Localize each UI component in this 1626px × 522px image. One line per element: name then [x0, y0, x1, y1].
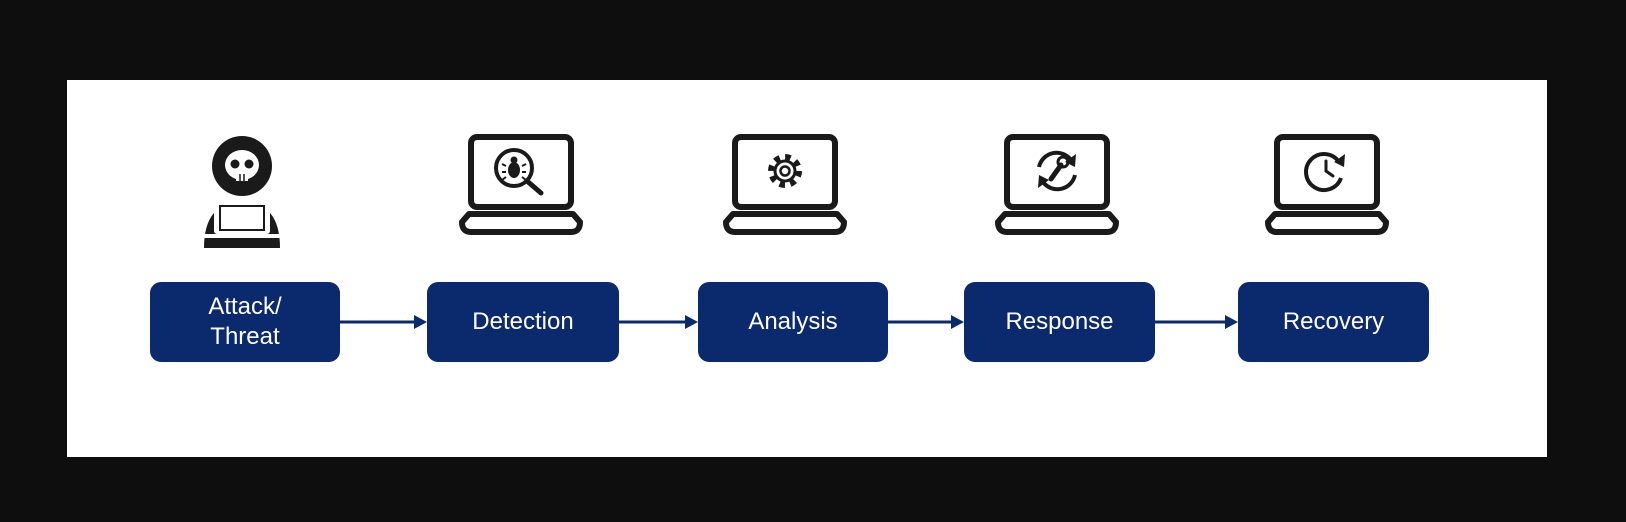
step-box-attack-threat: Attack/ Threat: [150, 282, 340, 362]
laptop-gear-icon: [723, 134, 847, 235]
step-box-recovery: Recovery: [1238, 282, 1429, 362]
arrow-analysis-to-response: [888, 315, 964, 329]
step-box-analysis: Analysis: [698, 282, 888, 362]
step-label: Response: [1005, 308, 1114, 335]
step-label: Attack/ Threat: [208, 293, 282, 350]
step-label: Recovery: [1282, 308, 1385, 335]
hacker-laptop-icon: [204, 136, 280, 248]
step-box-response: Response: [964, 282, 1155, 362]
arrow-attack-to-detection: [340, 315, 427, 329]
step-box-detection: Detection: [427, 282, 619, 362]
step-label: Detection: [472, 308, 574, 335]
laptop-clock-refresh-icon: [1265, 134, 1389, 235]
arrow-response-to-recovery: [1155, 315, 1238, 329]
laptop-bug-search-icon: [459, 134, 583, 235]
diagram-panel: Attack/ Threat Detection Analysis Respon…: [67, 80, 1547, 457]
arrow-detection-to-analysis: [619, 315, 698, 329]
step-label: Analysis: [748, 308, 838, 335]
laptop-wrench-refresh-icon: [995, 134, 1119, 235]
